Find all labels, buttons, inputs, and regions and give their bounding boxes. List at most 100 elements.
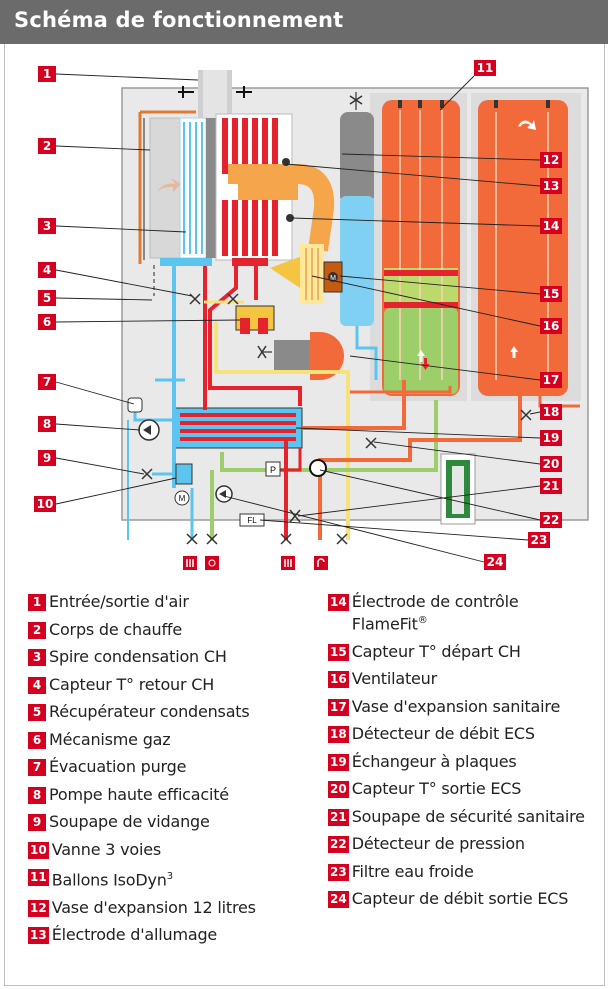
svg-text:18: 18: [543, 405, 560, 419]
sanitary-expansion-vessel: [257, 332, 344, 380]
legend-label-text: Ballons IsoDyn: [51, 870, 167, 890]
legend-label: Évacuation purge: [49, 757, 187, 776]
svg-text:6: 6: [43, 315, 51, 329]
legend-number: 22: [328, 836, 349, 854]
legend-label: Capteur T° retour CH: [49, 674, 215, 694]
svg-text:16: 16: [543, 319, 560, 333]
svg-text:17: 17: [543, 373, 560, 387]
svg-text:11: 11: [477, 61, 494, 75]
svg-text:2: 2: [43, 139, 51, 153]
legend-label: Mécanisme gaz: [49, 729, 171, 749]
svg-text:23: 23: [531, 533, 548, 547]
purge-drain: [127, 397, 143, 413]
legend-label: Soupape de sécurité sanitaire: [351, 806, 585, 826]
callout-24: 24: [484, 554, 506, 570]
callout-15: 15: [540, 286, 562, 302]
svg-text:1: 1: [43, 67, 51, 81]
gas-mechanism: [235, 305, 275, 334]
callout-19: 19: [540, 430, 562, 446]
callout-tags: 1 2 3 4 5 6 7 8 9 10 11 12 13 14 15 16 1…: [34, 60, 562, 570]
callout-10: 10: [34, 496, 56, 512]
svg-text:20: 20: [543, 457, 560, 471]
callout-22: 22: [540, 512, 562, 528]
legend-number: 19: [328, 753, 349, 771]
legend-label: Entrée/sortie d'air: [49, 592, 189, 611]
callout-6: 6: [38, 314, 56, 330]
svg-text:4: 4: [43, 263, 51, 277]
legend-number: 7: [28, 759, 46, 776]
legend-number: 3: [28, 649, 46, 666]
callout-3: 3: [38, 218, 56, 234]
svg-text:12: 12: [543, 153, 560, 167]
legend-label: Pompe haute efficacité: [49, 784, 229, 804]
legend-number: 4: [28, 676, 46, 694]
legend-label: Ventilateur: [351, 669, 437, 689]
callout-4: 4: [38, 262, 56, 278]
isodyn-tank-2: [478, 100, 568, 396]
callout-9: 9: [38, 450, 56, 466]
callout-20: 20: [540, 456, 562, 472]
air-flue: [178, 70, 252, 120]
legend-label: Récupérateur condensats: [49, 702, 250, 721]
connection-symbols: [183, 556, 328, 570]
callout-11: 11: [474, 60, 496, 76]
svg-text:M: M: [179, 494, 186, 503]
legend-label: Soupape de vidange: [49, 812, 210, 831]
legend-number: 21: [328, 808, 349, 826]
plate-exchanger: [173, 407, 303, 449]
legend-number: 6: [28, 731, 46, 749]
legend-number: 14: [328, 594, 349, 611]
page-title: Schéma de fonctionnement: [14, 8, 344, 32]
callout-7: 7: [38, 374, 56, 390]
legend-number: 23: [328, 863, 349, 881]
legend-number: 5: [28, 704, 46, 721]
svg-text:22: 22: [543, 513, 560, 527]
callout-8: 8: [38, 416, 56, 432]
legend-number: 18: [328, 726, 349, 744]
content-frame: [4, 44, 605, 986]
callout-13: 13: [540, 178, 562, 194]
legend-number: 13: [28, 927, 49, 945]
legend-number: 2: [28, 621, 46, 639]
svg-text:5: 5: [43, 291, 51, 305]
callout-23: 23: [528, 532, 550, 548]
isodyn-tank-1: [382, 100, 460, 396]
svg-text:15: 15: [543, 287, 560, 301]
svg-text:3: 3: [43, 219, 51, 233]
legend-label: Électrode d'allumage: [51, 925, 218, 945]
fan-unit: M: [270, 244, 343, 304]
legend-label: Capteur de débit sortie ECS: [351, 889, 569, 909]
pump-circulator: [138, 419, 160, 441]
flow-sensor: [215, 485, 233, 503]
svg-text:7: 7: [43, 375, 51, 389]
legend-label: Vanne 3 voies: [51, 839, 161, 859]
legend-label: Corps de chauffe: [49, 619, 182, 639]
legend-label: Spire condensation CH: [49, 647, 227, 666]
svg-text:13: 13: [543, 179, 560, 193]
svg-text:9: 9: [43, 451, 51, 465]
callout-2: 2: [38, 138, 56, 154]
bottom-valves: [186, 533, 348, 545]
safety-valve: [289, 509, 301, 523]
legend-label-text-line2: FlameFit: [351, 614, 418, 634]
